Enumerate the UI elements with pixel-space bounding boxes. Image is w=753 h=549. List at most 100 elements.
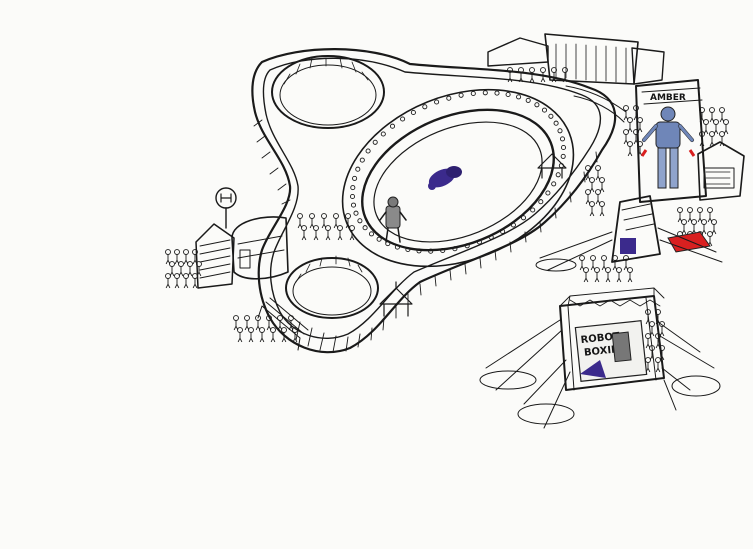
spectator-figure — [192, 249, 198, 265]
spectator-figure — [309, 213, 315, 229]
spectator-figure — [353, 210, 359, 216]
spectator-figure — [559, 136, 566, 142]
spectator-figure — [376, 236, 382, 242]
spectator-figure — [701, 219, 707, 235]
spectator-figure — [301, 225, 307, 241]
spectator-figure — [594, 267, 600, 283]
spectator-ring — [349, 90, 567, 254]
spectator-figure — [470, 90, 476, 97]
tower-label: AMBER — [650, 93, 686, 103]
spectator-figure — [259, 327, 265, 343]
entrance-pavilion — [195, 187, 289, 289]
spectator-figure — [595, 165, 601, 181]
spectator-figure — [623, 129, 629, 145]
spectator-figure — [350, 185, 356, 191]
spectator-figure — [350, 202, 357, 208]
spectator-figure — [434, 99, 440, 105]
spectator-figure — [458, 92, 464, 98]
spectator-figure — [187, 261, 193, 277]
spectator-figure — [525, 97, 531, 103]
spectator-figure — [553, 120, 559, 126]
spectator-figure — [365, 148, 371, 154]
spectator-figure — [510, 222, 516, 228]
spectator-figure — [416, 248, 422, 254]
spectator-figure — [488, 234, 494, 240]
spectator-figure — [380, 131, 386, 137]
spectator-figure — [529, 67, 535, 83]
spectator-figure — [422, 104, 428, 110]
spectator-figure — [548, 113, 554, 119]
spectator-figure — [237, 327, 243, 343]
spectator-figure — [599, 201, 605, 217]
spectator-figure — [560, 153, 566, 159]
spectator-figure — [313, 225, 319, 241]
spectator-figure — [709, 131, 715, 147]
spectator-figure — [589, 201, 595, 217]
central-arena — [341, 88, 575, 268]
spectator-figure — [507, 67, 513, 83]
spectator-figure — [359, 157, 365, 163]
spectator-figure — [362, 225, 368, 231]
stage-spotlights — [479, 319, 721, 429]
mid-stage — [535, 195, 723, 272]
spectator-figure — [452, 246, 458, 252]
spectator-figure — [183, 249, 189, 265]
spectator-figure — [500, 228, 506, 235]
spectator-figure — [583, 267, 589, 283]
platform-tents — [379, 153, 567, 317]
tower-robot — [640, 106, 696, 189]
front-stairs — [257, 297, 309, 351]
spectator-figure — [352, 175, 358, 181]
spectator-figure — [165, 249, 171, 265]
spectator-figure — [270, 327, 276, 343]
spectator-figure — [589, 177, 595, 193]
spectator-figure — [627, 267, 633, 283]
spectator-figure — [505, 91, 511, 98]
spectator-figure — [616, 267, 622, 283]
spectator-figure — [446, 95, 452, 101]
platform-top-edge — [262, 57, 602, 339]
spectator-figure — [349, 225, 355, 241]
spectator-figure — [440, 247, 446, 254]
spectator-figure — [233, 315, 239, 331]
screen-title-line1: ROBOT — [580, 331, 620, 346]
spectator-figure — [277, 315, 283, 331]
spectator-figure — [605, 267, 611, 283]
spectator-figure — [355, 166, 361, 172]
spectator-figure — [557, 128, 563, 134]
spectator-figure — [394, 244, 400, 250]
spectator-figure — [520, 215, 527, 221]
spectator-figure — [400, 116, 406, 122]
spectator-figure — [518, 67, 524, 83]
crowd-groups — [165, 67, 729, 373]
arena-robot — [428, 166, 462, 190]
spectator-figure — [538, 199, 544, 205]
spectator-figure — [476, 239, 482, 245]
mid-spotlights — [535, 227, 723, 272]
spectator-figure — [389, 123, 396, 129]
spectator-figure — [357, 218, 363, 224]
arena-platform — [251, 48, 617, 354]
spectator-figure — [595, 189, 601, 205]
spectator-figure — [368, 231, 375, 237]
spectator-figure — [165, 273, 171, 289]
side-booth — [697, 141, 745, 201]
spectator-figure — [281, 327, 287, 343]
spectator-figure — [174, 273, 180, 289]
robot-boxing-stage: ROBOT BOXING — [479, 287, 721, 429]
spectator-figure — [410, 109, 416, 116]
spectator-figure — [655, 357, 661, 373]
spectator-figure — [248, 327, 254, 343]
spectator-figure — [627, 141, 633, 157]
lower-pit — [285, 255, 379, 319]
spectator-figure — [681, 219, 687, 235]
spectator-figure — [530, 207, 536, 213]
spectator-figure — [516, 94, 522, 100]
spectator-figure — [345, 213, 351, 229]
spectator-figure — [551, 181, 557, 187]
spectator-figure — [325, 225, 331, 241]
spectator-figure — [385, 241, 391, 247]
spectator-figure — [687, 207, 693, 223]
